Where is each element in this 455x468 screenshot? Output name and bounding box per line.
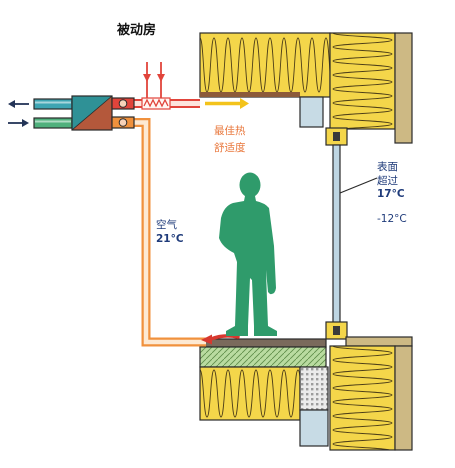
window-frame-bottom-core <box>333 326 340 335</box>
heater-coil-icon <box>143 98 169 108</box>
upper-wall-masonry <box>394 32 413 144</box>
exhaust-duct <box>33 98 73 110</box>
surface-label-line1: 表面 <box>377 160 398 173</box>
ceiling-finish-layer <box>200 92 300 97</box>
person-silhouette <box>219 172 277 336</box>
lower-wall <box>329 336 413 451</box>
intake-arrow-icon <box>8 119 29 127</box>
return-air-arrow-icon <box>201 334 240 345</box>
comfort-label-line1: 最佳热 <box>214 124 246 137</box>
room-air-temperature: 21°C <box>156 233 184 245</box>
return-duct <box>134 118 206 347</box>
lower-wall-masonry <box>394 345 413 451</box>
perimeter-insulation-block <box>299 366 329 411</box>
window-frame-top-core <box>333 132 340 141</box>
surface-label-pointer <box>339 177 378 194</box>
upper-wall-insulation <box>329 32 396 130</box>
surface-temperature: 17°C <box>377 188 405 200</box>
surface-label-line2: 超过 <box>377 174 398 187</box>
outdoor-temperature: -12°C <box>377 213 407 225</box>
heater-feed-arrow-right-icon <box>157 62 165 98</box>
person-head <box>239 172 261 198</box>
heat-exchanger-casing <box>71 95 113 131</box>
intake-duct <box>33 117 73 129</box>
heater-feed-arrow-left-icon <box>143 62 151 98</box>
heat-recovery-unit <box>8 95 135 131</box>
post-heater <box>141 97 171 110</box>
extract-fan-icon <box>118 118 128 127</box>
ceiling-insulation <box>199 32 331 98</box>
upper-wall <box>329 32 413 144</box>
comfort-label-line2: 舒适度 <box>214 141 246 154</box>
return-duct-inner <box>134 120 206 345</box>
window <box>325 127 348 340</box>
supply-fan-icon <box>118 99 128 108</box>
heat-exchanger-plate <box>71 95 113 131</box>
person-body <box>219 196 277 336</box>
floor-finish-layer <box>199 338 327 348</box>
floor-slab <box>199 338 329 447</box>
diagram-title: 被动房 <box>116 22 156 38</box>
foundation-block <box>299 409 329 447</box>
heat-exchanger <box>71 95 113 131</box>
window-glass <box>332 144 341 324</box>
lower-wall-insulation <box>329 345 396 451</box>
floor-screed <box>199 346 327 368</box>
supply-air-arrow-icon <box>205 98 249 109</box>
ceiling-slab <box>199 32 331 128</box>
window-sill <box>345 336 413 347</box>
floor-insulation <box>199 366 301 421</box>
supply-duct <box>134 62 200 110</box>
window-head-block <box>299 96 324 128</box>
exhaust-arrow-icon <box>8 100 29 108</box>
room-air-label: 空气 <box>156 218 177 231</box>
